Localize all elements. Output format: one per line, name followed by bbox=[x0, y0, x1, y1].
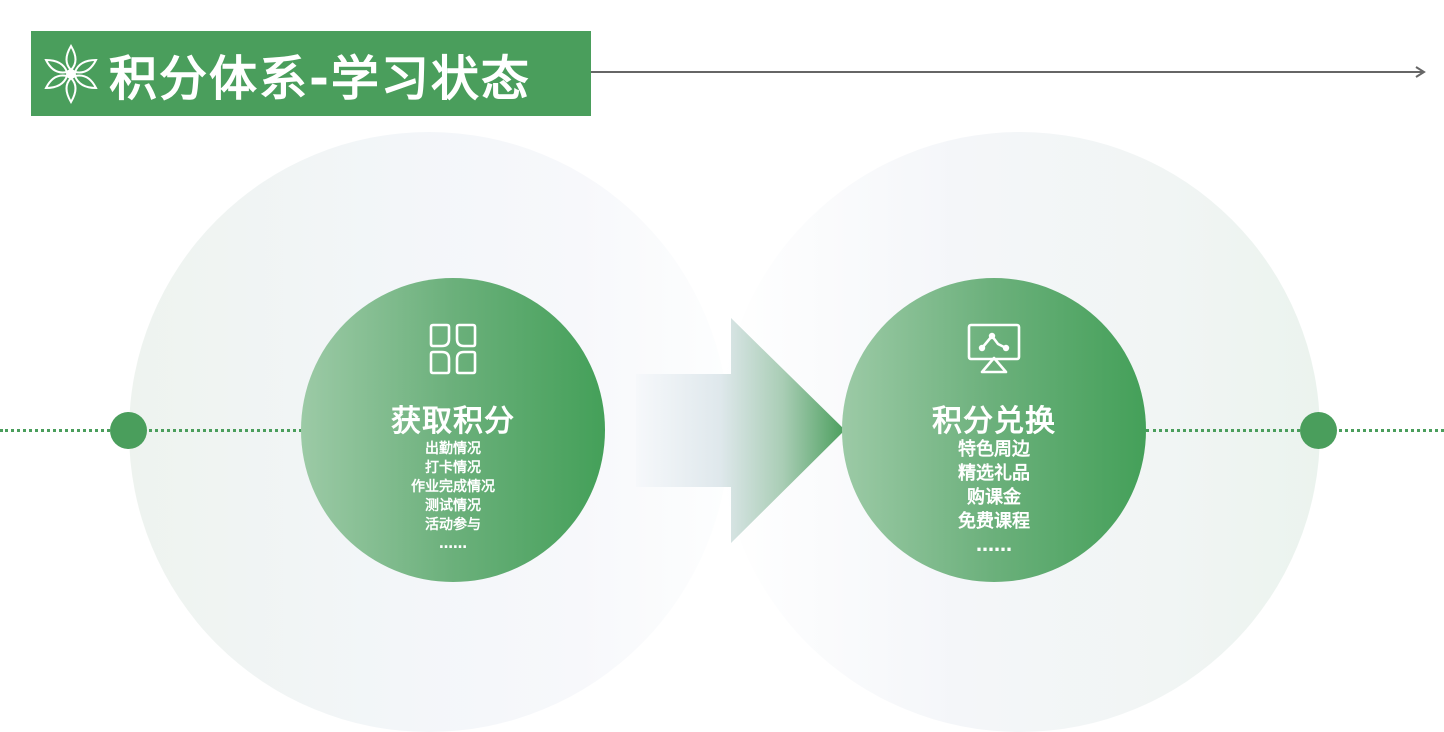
list-item: 活动参与 bbox=[425, 517, 481, 533]
earn-points-list: 出勤情况 打卡情况 作业完成情况 测试情况 活动参与 …… bbox=[301, 440, 605, 554]
list-item: 免费课程 bbox=[958, 511, 1030, 532]
left-dotted-line bbox=[0, 429, 302, 432]
list-item: 测试情况 bbox=[425, 498, 481, 514]
list-item: 作业完成情况 bbox=[411, 479, 495, 495]
grid-icon bbox=[429, 323, 477, 375]
redeem-points-card: 积分兑换 特色周边 精选礼品 购课金 免费课程 …… bbox=[842, 278, 1146, 582]
earn-points-title: 获取积分 bbox=[391, 404, 515, 439]
header-arrow-line bbox=[591, 66, 1426, 78]
redeem-points-list: 特色周边 精选礼品 购课金 免费课程 …… bbox=[842, 438, 1146, 558]
presentation-icon bbox=[967, 323, 1021, 374]
list-item: 出勤情况 bbox=[425, 441, 481, 457]
right-dotted-line bbox=[1146, 429, 1444, 432]
earn-points-card: 获取积分 出勤情况 打卡情况 作业完成情况 测试情况 活动参与 …… bbox=[301, 278, 605, 582]
page-title: 积分体系-学习状态 bbox=[109, 50, 531, 107]
list-item-ellipsis: …… bbox=[976, 535, 1012, 556]
right-arrow-icon bbox=[636, 318, 845, 543]
left-connector-dot bbox=[110, 412, 147, 449]
list-item-ellipsis: …… bbox=[439, 536, 467, 552]
redeem-points-title: 积分兑换 bbox=[932, 404, 1056, 439]
list-item: 打卡情况 bbox=[425, 460, 481, 476]
list-item: 购课金 bbox=[967, 487, 1021, 508]
list-item: 精选礼品 bbox=[958, 463, 1030, 484]
title-banner: 积分体系-学习状态 bbox=[31, 31, 591, 116]
flower-icon bbox=[44, 43, 98, 104]
list-item: 特色周边 bbox=[958, 439, 1030, 460]
right-connector-dot bbox=[1300, 412, 1337, 449]
